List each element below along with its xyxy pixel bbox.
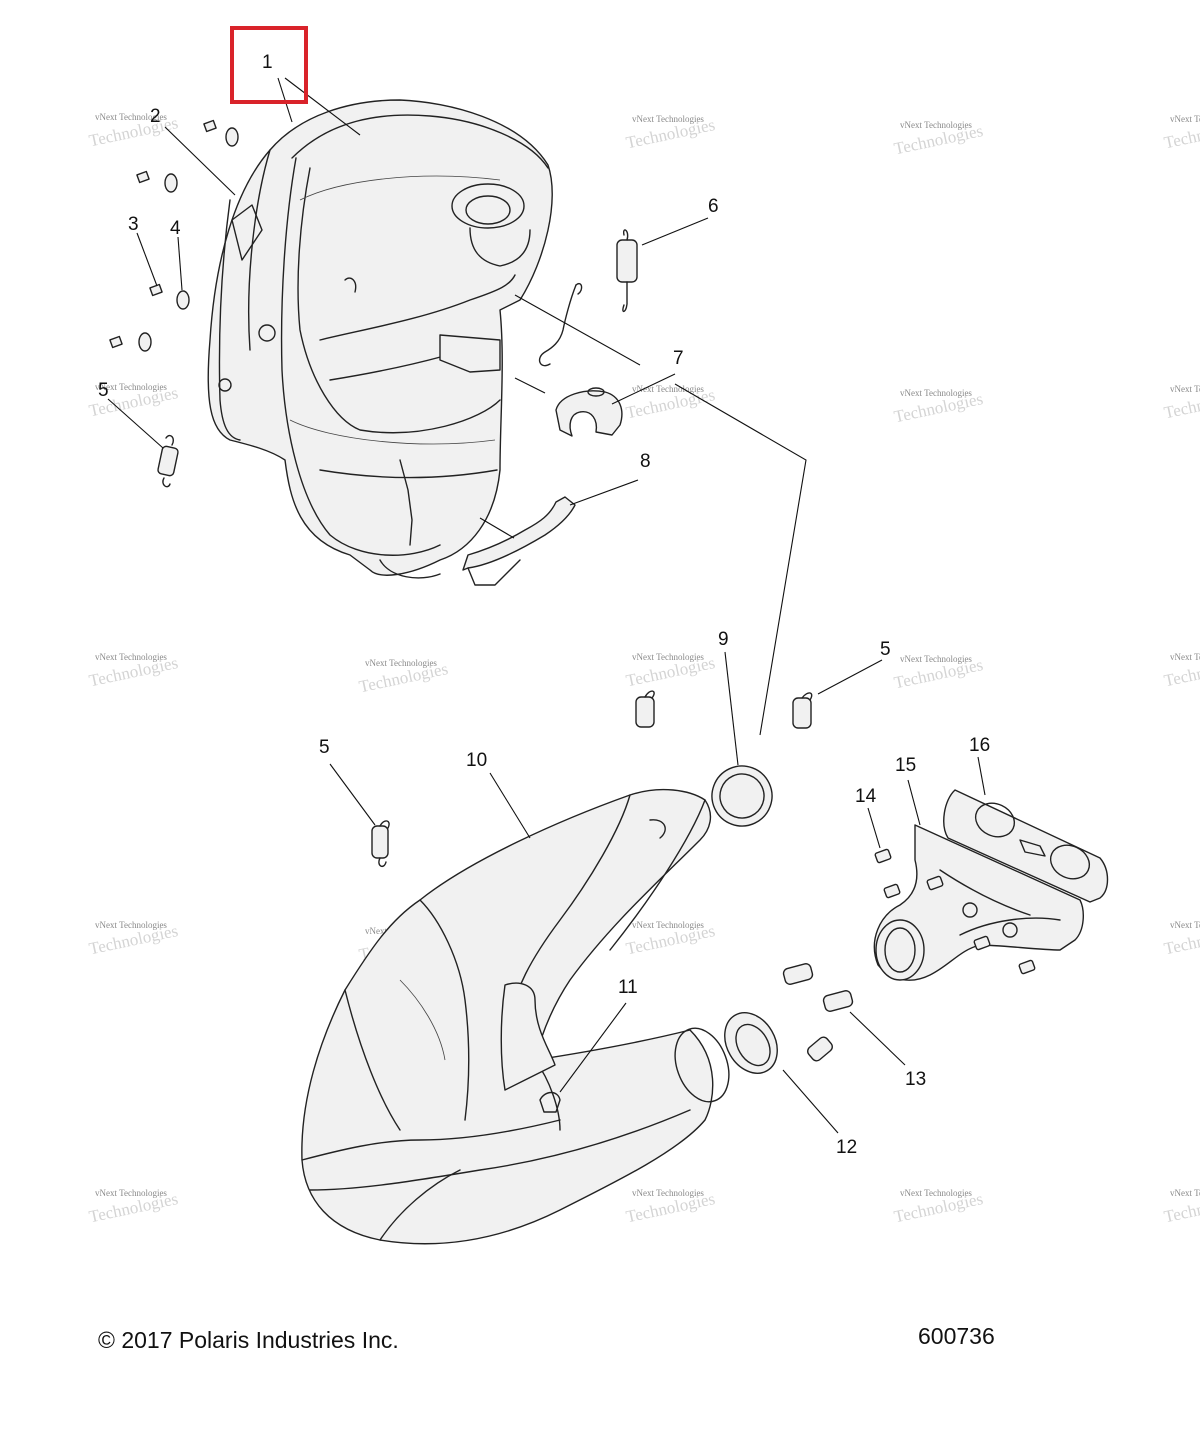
exhaust-manifold-part[interactable]: [873, 824, 1084, 981]
svg-text:vNext Technologies: vNext Technologies: [900, 120, 972, 130]
svg-text:vNext Technologies: vNext Technologies: [900, 654, 972, 664]
callout-13: 13: [905, 1069, 926, 1090]
callout-2: 2: [150, 106, 161, 127]
leader-lines: [107, 77, 986, 1134]
svg-text:vNext Technologies: vNext Technologies: [95, 382, 167, 392]
svg-text:vNext Technologies: vNext Technologies: [1170, 114, 1200, 124]
callout-3: 3: [128, 214, 139, 235]
svg-text:vNext Technologies: vNext Technologies: [1170, 652, 1200, 662]
svg-text:vNext Technologies: vNext Technologies: [900, 1188, 972, 1198]
spring-part[interactable]: [782, 963, 854, 1063]
callout-11: 11: [618, 977, 638, 998]
svg-text:vNext Technologies: vNext Technologies: [900, 388, 972, 398]
callout-5: 5: [880, 639, 891, 660]
svg-text:vNext Technologies: vNext Technologies: [1170, 1188, 1200, 1198]
svg-text:vNext Technologies: vNext Technologies: [632, 114, 704, 124]
svg-text:vNext Technologies: vNext Technologies: [632, 384, 704, 394]
svg-text:vNext Technologies: vNext Technologies: [95, 1188, 167, 1198]
svg-text:vNext Technologies: vNext Technologies: [365, 658, 437, 668]
drawing-number: 600736: [918, 1323, 995, 1349]
svg-text:vNext Technologies: vNext Technologies: [95, 920, 167, 930]
expansion-chamber-part[interactable]: [301, 788, 739, 1245]
bolt-washer-set[interactable]: [109, 119, 239, 352]
strap-part[interactable]: [462, 496, 576, 586]
callout-12: 12: [836, 1137, 857, 1158]
manifold-gasket-part[interactable]: [943, 789, 1109, 903]
svg-text:vNext Technologies: vNext Technologies: [1170, 384, 1200, 394]
callout-labels: 1 2 3 4 5 6 7 8 9 5 5 10 16 15 14 11 13 …: [98, 52, 990, 1158]
callout-9: 9: [718, 629, 729, 650]
copyright-text: © 2017 Polaris Industries Inc.: [98, 1327, 399, 1353]
svg-text:vNext Technologies: vNext Technologies: [95, 652, 167, 662]
callout-15: 15: [895, 755, 916, 776]
silencer-assembly[interactable]: [207, 99, 553, 579]
seal-ring-part[interactable]: [702, 756, 782, 836]
callout-4: 4: [170, 218, 181, 239]
spring-part[interactable]: [635, 690, 655, 728]
callout-14: 14: [855, 786, 877, 807]
svg-text:vNext Technologies: vNext Technologies: [1170, 920, 1200, 930]
callout-8: 8: [640, 451, 651, 472]
svg-text:vNext Technologies: vNext Technologies: [95, 112, 167, 122]
callout-5: 5: [98, 380, 109, 401]
svg-text:vNext Technologies: vNext Technologies: [632, 652, 704, 662]
svg-text:vNext Technologies: vNext Technologies: [632, 920, 704, 930]
highlight-box: [230, 26, 308, 104]
callout-7: 7: [673, 348, 684, 369]
callout-1: 1: [262, 52, 273, 73]
svg-text:vNext Technologies: vNext Technologies: [632, 1188, 704, 1198]
grommet-part[interactable]: [555, 387, 623, 437]
callout-16: 16: [969, 735, 990, 756]
callout-5: 5: [319, 737, 330, 758]
bolt-set[interactable]: [874, 848, 1036, 975]
callout-6: 6: [708, 196, 719, 217]
spring-part[interactable]: [157, 434, 179, 488]
callout-10: 10: [466, 750, 487, 771]
spring-part-6[interactable]: [538, 229, 638, 367]
seal-ring-part[interactable]: [714, 1003, 788, 1082]
spring-part[interactable]: [792, 692, 813, 729]
spring-part[interactable]: [371, 820, 390, 868]
